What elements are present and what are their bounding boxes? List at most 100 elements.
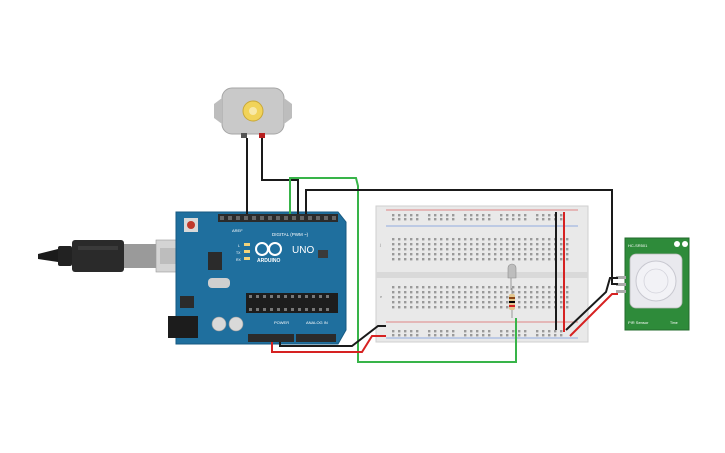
breadboard-hole[interactable] (416, 301, 419, 304)
led[interactable] (507, 263, 517, 290)
breadboard-hole[interactable] (482, 291, 485, 294)
breadboard-hole[interactable] (476, 238, 479, 241)
breadboard-rail-hole[interactable] (416, 334, 419, 337)
breadboard-hole[interactable] (392, 253, 395, 256)
breadboard-hole[interactable] (446, 238, 449, 241)
breadboard-rail-hole[interactable] (536, 218, 539, 221)
breadboard-hole[interactable] (410, 291, 413, 294)
breadboard-hole[interactable] (542, 296, 545, 299)
breadboard-rail-hole[interactable] (542, 334, 545, 337)
breadboard-hole[interactable] (524, 306, 527, 309)
breadboard-hole[interactable] (524, 243, 527, 246)
wire-pir-vcc[interactable] (569, 293, 618, 337)
breadboard-hole[interactable] (422, 291, 425, 294)
resistor[interactable] (509, 288, 515, 318)
breadboard-hole[interactable] (410, 248, 413, 251)
breadboard-rail-hole[interactable] (560, 218, 563, 221)
breadboard-rail-hole[interactable] (398, 330, 401, 333)
breadboard-hole[interactable] (548, 286, 551, 289)
breadboard-hole[interactable] (536, 258, 539, 261)
breadboard-hole[interactable] (494, 253, 497, 256)
breadboard-hole[interactable] (488, 243, 491, 246)
breadboard-hole[interactable] (566, 243, 569, 246)
breadboard-hole[interactable] (440, 238, 443, 241)
breadboard-rail-hole[interactable] (542, 330, 545, 333)
breadboard-hole[interactable] (494, 296, 497, 299)
breadboard-hole[interactable] (518, 253, 521, 256)
breadboard-hole[interactable] (428, 286, 431, 289)
breadboard-hole[interactable] (548, 301, 551, 304)
breadboard-hole[interactable] (446, 243, 449, 246)
breadboard-rail-hole[interactable] (398, 218, 401, 221)
breadboard-rail-hole[interactable] (428, 330, 431, 333)
breadboard-hole[interactable] (422, 258, 425, 261)
breadboard-hole[interactable] (452, 286, 455, 289)
breadboard-rail-hole[interactable] (524, 334, 527, 337)
breadboard-hole[interactable] (470, 258, 473, 261)
breadboard-rail-hole[interactable] (488, 218, 491, 221)
breadboard-hole[interactable] (410, 286, 413, 289)
breadboard-hole[interactable] (410, 296, 413, 299)
breadboard-rail-hole[interactable] (452, 214, 455, 217)
wire-pir-signal[interactable] (305, 189, 618, 285)
breadboard-hole[interactable] (458, 296, 461, 299)
breadboard-rail-hole[interactable] (512, 330, 515, 333)
breadboard-hole[interactable] (488, 301, 491, 304)
breadboard-hole[interactable] (482, 258, 485, 261)
breadboard-hole[interactable] (470, 243, 473, 246)
breadboard-hole[interactable] (542, 258, 545, 261)
breadboard-hole[interactable] (446, 258, 449, 261)
breadboard-hole[interactable] (506, 248, 509, 251)
breadboard-hole[interactable] (488, 296, 491, 299)
breadboard-hole[interactable] (524, 301, 527, 304)
breadboard-hole[interactable] (506, 291, 509, 294)
breadboard-rail-hole[interactable] (554, 334, 557, 337)
breadboard-rail-hole[interactable] (392, 334, 395, 337)
breadboard-hole[interactable] (392, 291, 395, 294)
breadboard-hole[interactable] (464, 296, 467, 299)
breadboard-rail-hole[interactable] (398, 334, 401, 337)
breadboard-hole[interactable] (482, 243, 485, 246)
breadboard-hole[interactable] (476, 301, 479, 304)
breadboard-hole[interactable] (422, 248, 425, 251)
breadboard-hole[interactable] (434, 306, 437, 309)
breadboard-hole[interactable] (464, 306, 467, 309)
breadboard-rail-hole[interactable] (506, 214, 509, 217)
breadboard-rail-hole[interactable] (428, 214, 431, 217)
breadboard-hole[interactable] (548, 296, 551, 299)
breadboard-hole[interactable] (476, 306, 479, 309)
breadboard-hole[interactable] (542, 253, 545, 256)
breadboard-rail-hole[interactable] (488, 214, 491, 217)
breadboard-hole[interactable] (416, 258, 419, 261)
breadboard-hole[interactable] (566, 306, 569, 309)
breadboard-rail-hole[interactable] (524, 214, 527, 217)
breadboard-hole[interactable] (476, 291, 479, 294)
breadboard-rail-hole[interactable] (404, 334, 407, 337)
breadboard-hole[interactable] (404, 258, 407, 261)
breadboard-hole[interactable] (440, 248, 443, 251)
breadboard-hole[interactable] (548, 258, 551, 261)
breadboard-rail-hole[interactable] (560, 330, 563, 333)
breadboard-hole[interactable] (512, 238, 515, 241)
breadboard-rail-hole[interactable] (404, 330, 407, 333)
breadboard-hole[interactable] (446, 253, 449, 256)
breadboard-rail-hole[interactable] (506, 218, 509, 221)
breadboard-hole[interactable] (488, 238, 491, 241)
breadboard-rail-hole[interactable] (446, 330, 449, 333)
wire-5v-red[interactable] (271, 335, 386, 353)
breadboard-hole[interactable] (398, 238, 401, 241)
breadboard-hole[interactable] (488, 286, 491, 289)
breadboard-hole[interactable] (506, 258, 509, 261)
breadboard-rail-hole[interactable] (434, 218, 437, 221)
breadboard-rail-hole[interactable] (506, 330, 509, 333)
breadboard-hole[interactable] (422, 301, 425, 304)
breadboard-hole[interactable] (464, 253, 467, 256)
analog-header[interactable] (296, 334, 336, 342)
breadboard-rail-hole[interactable] (482, 218, 485, 221)
breadboard-rail-hole[interactable] (500, 330, 503, 333)
breadboard-rail-hole[interactable] (410, 214, 413, 217)
breadboard-hole[interactable] (494, 243, 497, 246)
breadboard-hole[interactable] (458, 248, 461, 251)
breadboard-hole[interactable] (566, 296, 569, 299)
